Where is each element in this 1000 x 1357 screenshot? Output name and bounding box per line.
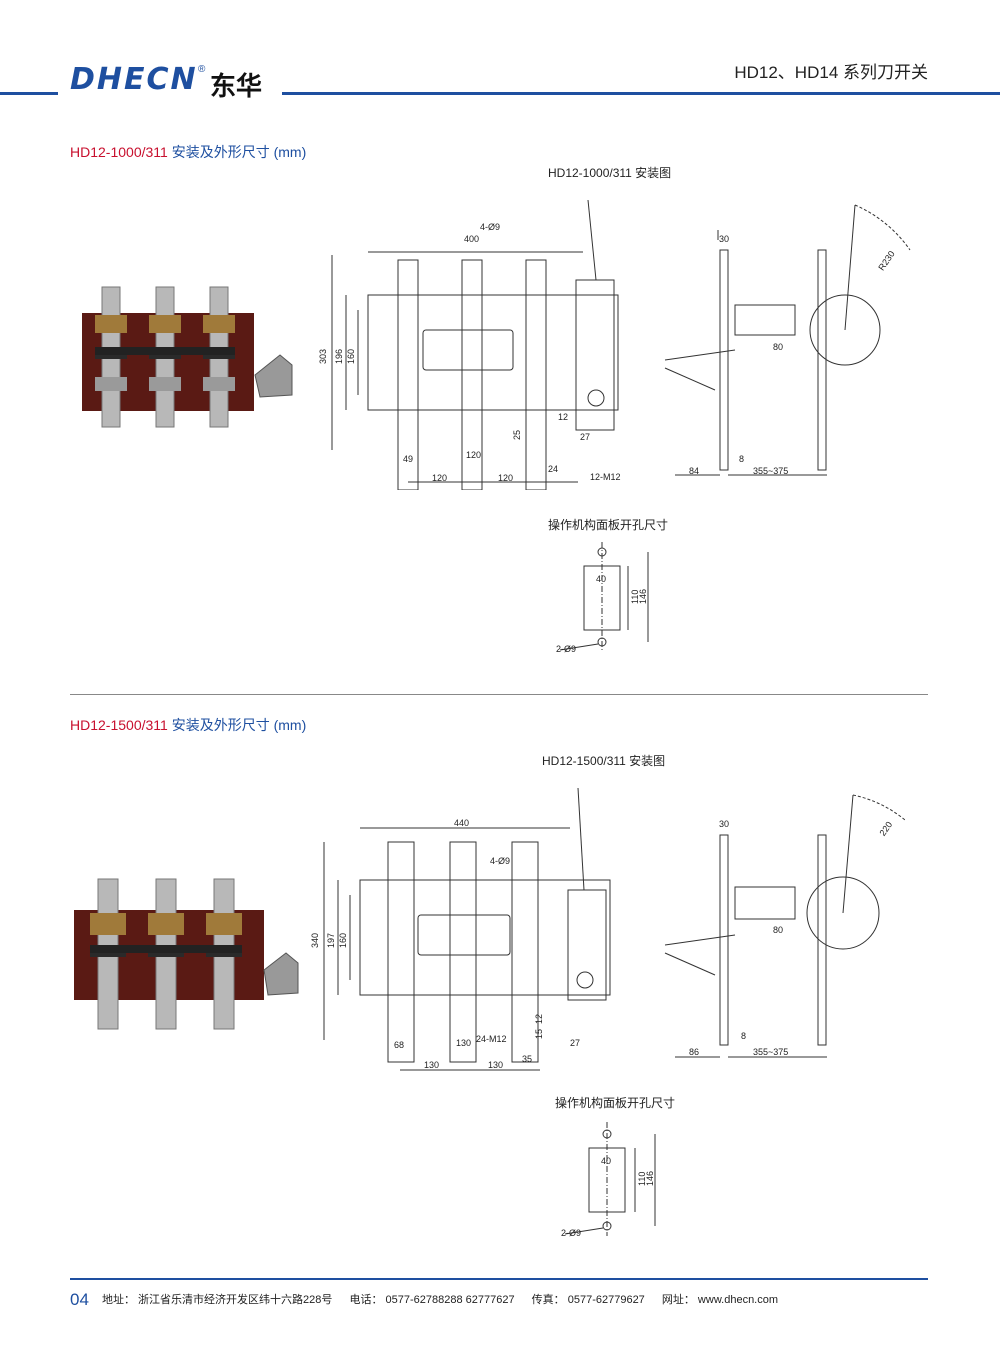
- dim-355-375: 355~375: [753, 466, 788, 476]
- dim-30: 30: [719, 234, 729, 244]
- section-1-product-photo: [82, 286, 293, 428]
- photo-blade-3: [206, 878, 242, 1030]
- dim-120-a: 120: [466, 450, 481, 460]
- dim-8: 8: [741, 1031, 746, 1041]
- section-2-title: HD12-1500/311 安装及外形尺寸 (mm): [70, 715, 306, 735]
- dim-84: 84: [689, 466, 699, 476]
- dim-4-9: 4-Ø9: [490, 856, 510, 866]
- dim-2-9: 2-Ø9: [556, 644, 576, 654]
- photo-blade-2: [148, 878, 184, 1030]
- dim-r230: R230: [876, 249, 897, 272]
- dim-440: 440: [454, 818, 469, 828]
- dim-120-c: 120: [498, 473, 513, 483]
- header-line-left: [0, 92, 58, 95]
- dim-130-b: 130: [424, 1060, 439, 1070]
- section-2-diagram-title: HD12-1500/311 安装图: [542, 754, 666, 768]
- dim-40: 40: [601, 1156, 611, 1166]
- series-title: HD12、HD14 系列刀开关: [734, 63, 928, 82]
- page-number: 04: [70, 1290, 89, 1309]
- dim-146: 146: [638, 589, 648, 604]
- photo-blade-1: [90, 878, 126, 1030]
- dim-80: 80: [773, 925, 783, 935]
- section-2-product-photo: [74, 878, 299, 1030]
- dim-86: 86: [689, 1047, 699, 1057]
- section-1-front-drawing: 4-Ø9 400 303 196 160 12 25 27 49 120 24 …: [318, 199, 621, 490]
- dim-220: 220: [877, 820, 894, 838]
- dim-24-m12: 24-M12: [476, 1034, 507, 1044]
- dim-146: 146: [645, 1171, 655, 1186]
- dim-27: 27: [570, 1038, 580, 1048]
- dim-30: 30: [719, 819, 729, 829]
- dim-12: 12: [558, 412, 568, 422]
- brand-logo: DHECN: [70, 62, 198, 97]
- dim-110: 110: [630, 590, 640, 604]
- brand-chinese-name: 东华: [210, 72, 263, 102]
- dim-110: 110: [637, 1172, 647, 1186]
- dim-8: 8: [739, 454, 744, 464]
- section-1-title: HD12-1000/311 安装及外形尺寸 (mm): [70, 142, 306, 162]
- dim-12: 12: [534, 1014, 544, 1024]
- dim-120-b: 120: [432, 473, 447, 483]
- section-divider: [70, 694, 928, 695]
- dim-40: 40: [596, 574, 606, 584]
- dim-35: 35: [522, 1054, 532, 1064]
- section-1-panel-cutout: 40 110 146 2-Ø9: [556, 542, 649, 654]
- dim-340: 340: [310, 933, 320, 948]
- dim-197: 197: [326, 933, 336, 948]
- dim-68: 68: [394, 1040, 404, 1050]
- dim-160: 160: [346, 349, 356, 364]
- dim-400: 400: [464, 234, 479, 244]
- footer-fax: 传真： 0577-62779627: [531, 1293, 645, 1306]
- section-1-model-code: HD12-1000/311: [70, 144, 168, 160]
- dim-196: 196: [334, 349, 344, 364]
- dim-130-a: 130: [456, 1038, 471, 1048]
- section-2-front-drawing: 440 4-Ø9 340 197 160 68 130 24-M12 12 15…: [310, 787, 611, 1071]
- dim-15: 15: [534, 1029, 544, 1039]
- dim-24: 24: [548, 464, 558, 474]
- footer: 04 地址： 浙江省乐清市经济开发区纬十六路228号 电话： 0577-6278…: [70, 1290, 792, 1310]
- footer-line: [70, 1278, 928, 1280]
- dim-27: 27: [580, 432, 590, 442]
- section-1-title-text: 安装及外形尺寸 (mm): [171, 144, 307, 160]
- section-2-panel-cutout: 40 110 146 2-Ø9: [561, 1122, 656, 1238]
- section-1-side-drawing: 30 R230 80 8 84 355~375: [664, 204, 911, 476]
- dim-80: 80: [773, 342, 783, 352]
- photo-blade-1: [95, 286, 127, 428]
- dim-303: 303: [318, 349, 328, 364]
- header-line-right: [282, 92, 1000, 95]
- footer-website[interactable]: 网址： www.dhecn.com: [661, 1293, 779, 1306]
- section-2-side-drawing: 30 220 80 8 86 355~375: [664, 794, 906, 1058]
- dim-355-375: 355~375: [753, 1047, 788, 1057]
- section-2-title-text: 安装及外形尺寸 (mm): [171, 717, 307, 733]
- footer-address: 地址： 浙江省乐清市经济开发区纬十六路228号: [101, 1293, 333, 1306]
- section-2-model-code: HD12-1500/311: [70, 717, 168, 733]
- section-1-diagram-title: HD12-1000/311 安装图: [548, 166, 672, 180]
- dim-25: 25: [512, 430, 522, 440]
- dim-49: 49: [403, 454, 413, 464]
- dim-2-9: 2-Ø9: [561, 1228, 581, 1238]
- dim-4-9: 4-Ø9: [480, 222, 500, 232]
- dim-12-m12: 12-M12: [590, 472, 621, 482]
- section-2-panel-title: 操作机构面板开孔尺寸: [555, 1096, 676, 1110]
- section-1-panel-title: 操作机构面板开孔尺寸: [548, 518, 669, 532]
- dim-160: 160: [338, 933, 348, 948]
- brand-registered-mark: ®: [198, 64, 206, 75]
- footer-phone: 电话： 0577-62788288 62777627: [349, 1293, 515, 1306]
- dim-130-c: 130: [488, 1060, 503, 1070]
